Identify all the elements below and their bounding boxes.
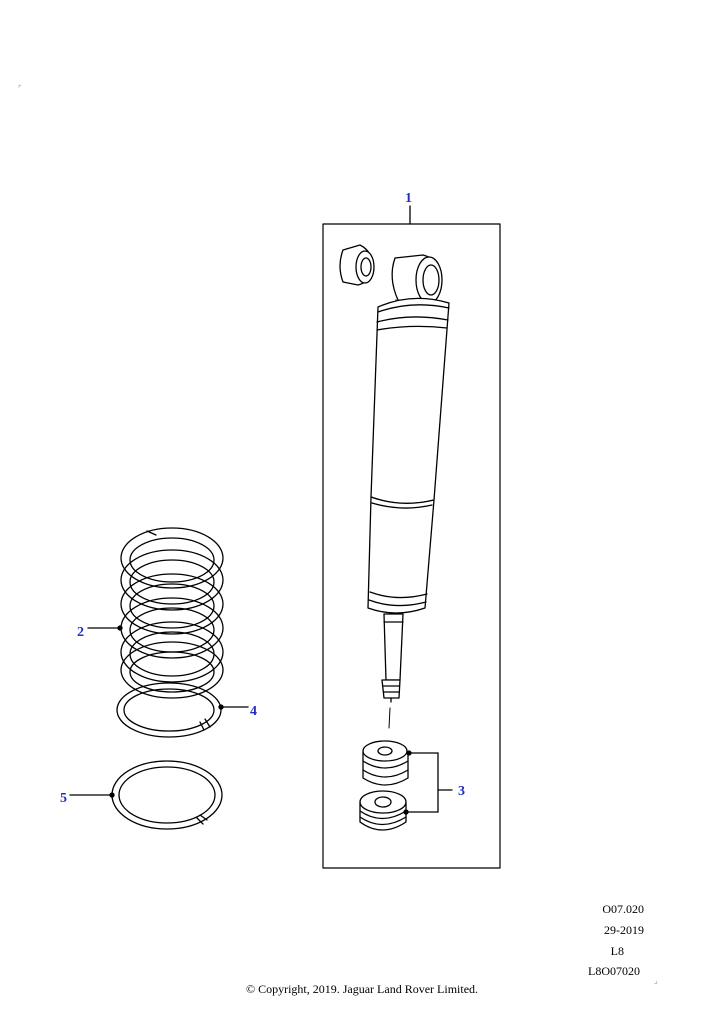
- callout-1[interactable]: 1: [405, 191, 412, 206]
- corner-mark-top-left: ⌜: [18, 84, 22, 93]
- coil-spring: [120, 527, 224, 699]
- diagram-code: O07.020: [602, 902, 644, 916]
- spring-isolator: [116, 682, 222, 738]
- assembly-frame: [322, 223, 501, 869]
- bushing-lower: [359, 790, 407, 831]
- callout-leader-3: [403, 750, 453, 815]
- callout-2[interactable]: 2: [77, 625, 84, 640]
- corner-mark-bottom-right: ⌟: [654, 976, 658, 985]
- callout-4[interactable]: 4: [250, 704, 257, 719]
- diagram-date: 29-2019: [604, 923, 644, 937]
- shock-absorber: [339, 244, 450, 729]
- bushing-upper: [362, 740, 409, 786]
- callout-5[interactable]: 5: [60, 791, 67, 806]
- callout-3[interactable]: 3: [458, 784, 465, 799]
- copyright-notice: © Copyright, 2019. Jaguar Land Rover Lim…: [245, 982, 479, 996]
- spring-seat-ring: [111, 760, 223, 830]
- diagram-variant: L8: [610, 944, 624, 958]
- diagram-ref: L8O07020: [588, 964, 640, 978]
